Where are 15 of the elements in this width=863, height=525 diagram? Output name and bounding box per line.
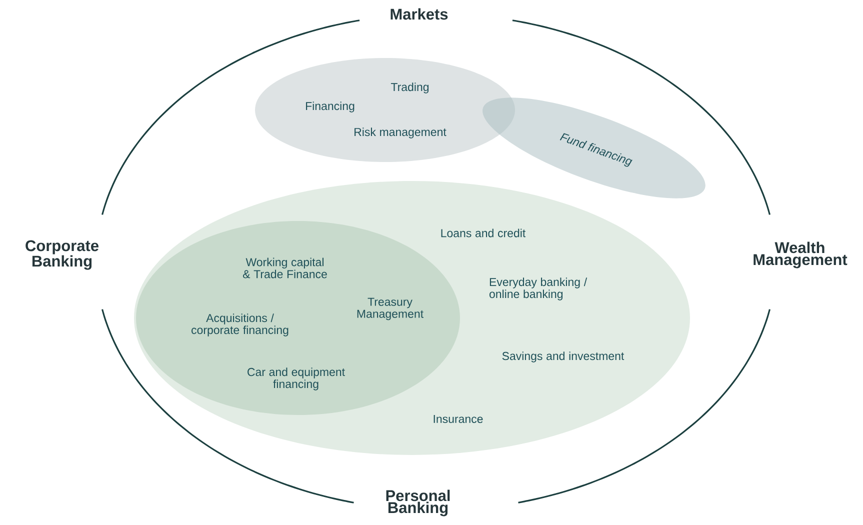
- service-label: Trading: [390, 82, 429, 94]
- service-label: Financing: [306, 102, 354, 112]
- segment-label: Corporate Banking: [26, 240, 98, 270]
- segment-label: Personal Banking: [386, 490, 450, 516]
- service-label: Insurance: [434, 415, 483, 423]
- service-label: Everyday banking / online banking: [490, 278, 588, 300]
- service-label: Acquisitions / corporate financing: [192, 314, 288, 336]
- segment-label: Wealth Management: [754, 242, 848, 268]
- service-label: Loans and credit: [441, 228, 526, 238]
- segment-label: Markets: [390, 8, 448, 20]
- service-label: Car and equipment financing: [248, 368, 345, 390]
- service-label: Treasury Management: [357, 298, 424, 320]
- service-label: Savings and investment: [502, 352, 624, 362]
- service-label: Risk management: [354, 128, 446, 138]
- service-label: Working capital & Trade Finance: [242, 258, 327, 278]
